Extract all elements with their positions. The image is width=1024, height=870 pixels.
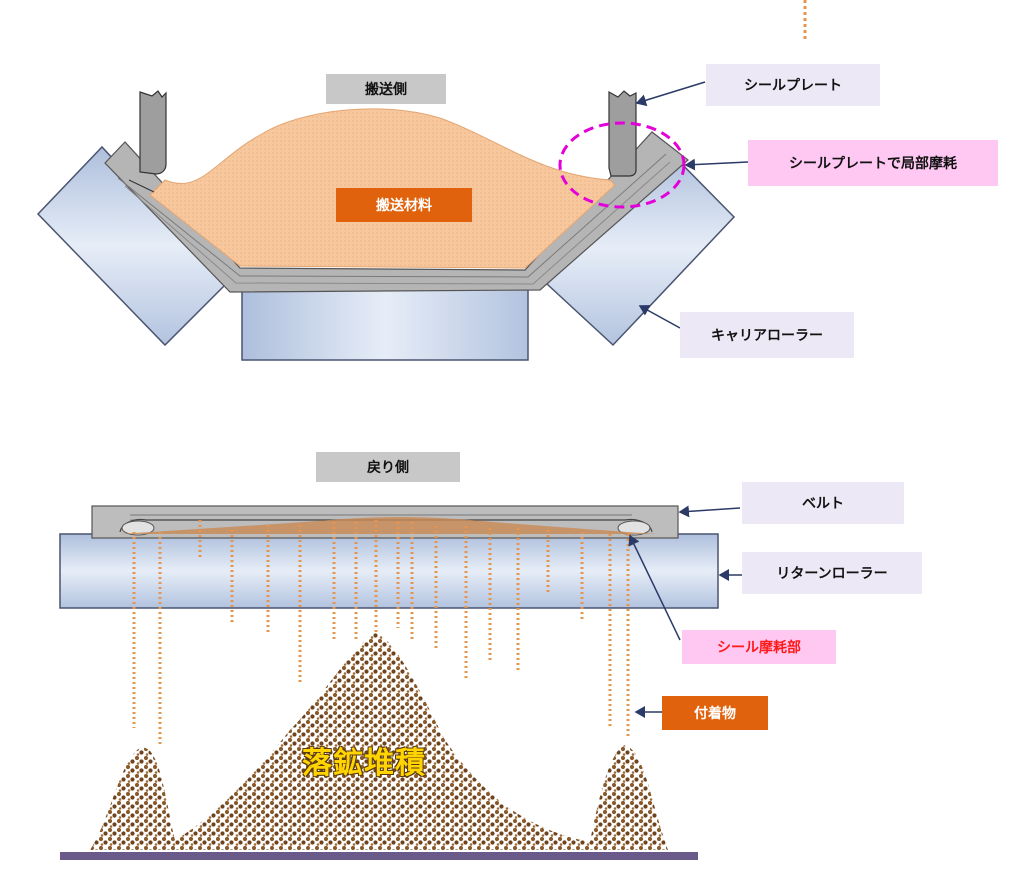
seal-plate-label: シールプレート (706, 64, 880, 106)
left-seal-plate (128, 90, 167, 193)
pile-label: 落鉱堆積 (302, 746, 426, 781)
center-carrier-roller (241, 283, 529, 361)
deposit-label: 付着物 (662, 696, 768, 730)
return-roller (59, 533, 719, 609)
material-label: 搬送材料 (336, 188, 472, 222)
carrier-roller-label: キャリアローラー (680, 312, 854, 358)
seal-wear-arrow (628, 534, 681, 641)
return-side (59, 505, 742, 860)
belt-arrow (678, 505, 741, 518)
ground-line (60, 852, 698, 860)
spillage-pile (90, 632, 668, 850)
return-side-title: 戻り側 (316, 452, 460, 482)
falling-particles (132, 520, 630, 744)
local-wear-arrow (684, 158, 749, 171)
local-wear-circle (558, 121, 686, 209)
carrying-side-title: 搬送側 (326, 74, 446, 104)
local-wear-label: シールプレートで局部摩耗 (748, 140, 998, 186)
belt-deposit (120, 517, 656, 534)
return-roller-label: リターンローラー (742, 552, 922, 594)
seal-plate-arrow (635, 81, 706, 107)
carrier-roller-arrow (638, 305, 681, 329)
belt-label: ベルト (742, 482, 904, 524)
seal-wear-label: シール摩耗部 (682, 630, 836, 664)
carrying-side (36, 0, 807, 361)
right-seal-plate (608, 90, 637, 177)
